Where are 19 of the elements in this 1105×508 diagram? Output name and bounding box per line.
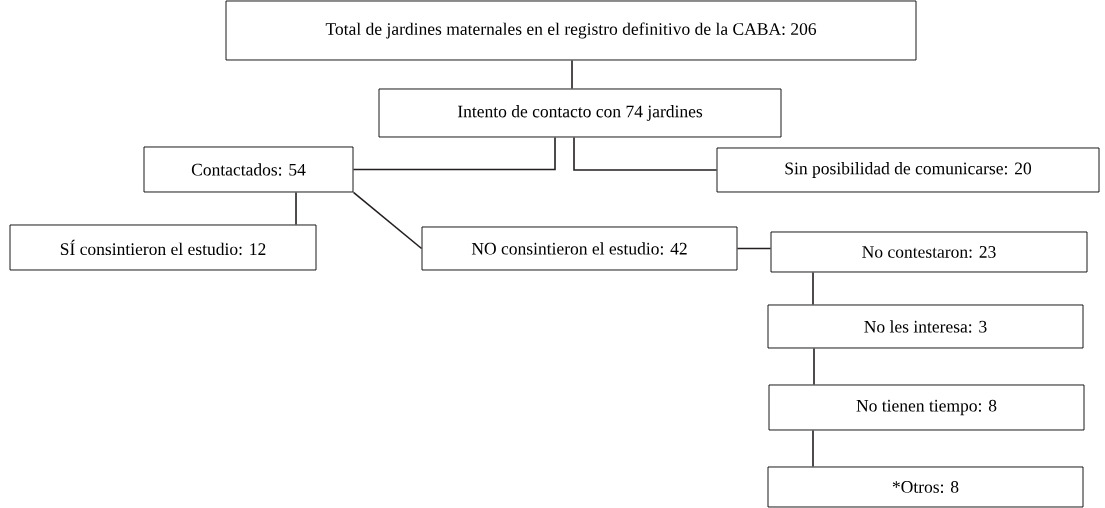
connector-line (571, 59, 573, 90)
process-box: No les interesa: 3 (767, 304, 1084, 349)
process-box: NO consintieron el estudio: 42 (421, 226, 738, 271)
process-box: SÍ consintieron el estudio: 12 (9, 224, 317, 271)
connector-line (812, 271, 814, 306)
process-box: Total de jardines maternales en el registro definitivo de la CABA: 206 (225, 0, 917, 61)
process-box: No tienen tiempo: 8 (768, 384, 1085, 431)
connector-line (295, 191, 297, 226)
process-box: Contactados: 54 (143, 146, 354, 193)
connector-line (352, 191, 423, 250)
process-box: No contestaron: 23 (770, 231, 1088, 273)
process-box: *Otros: 8 (767, 466, 1084, 508)
connector-line (573, 136, 718, 171)
connector-line (352, 136, 556, 171)
process-box: Sin posibilidad de comunicarse: 20 (716, 147, 1100, 193)
connector-line (736, 247, 772, 250)
process-box: Intento de contacto con 74 jardines (378, 88, 782, 138)
connector-line (812, 429, 814, 468)
connector-line (813, 347, 815, 386)
